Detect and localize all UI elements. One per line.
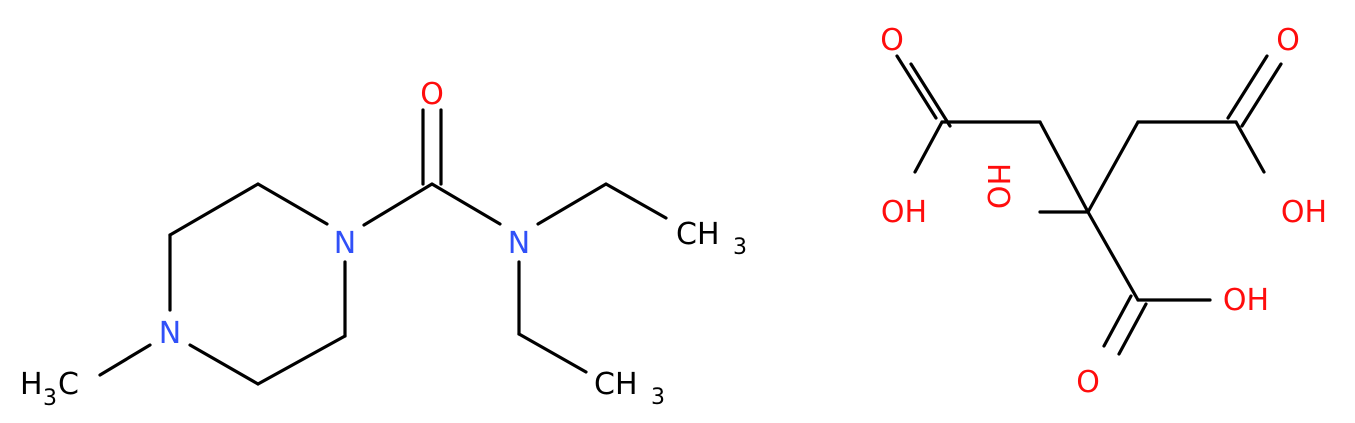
atom-n-amide: N: [508, 226, 530, 261]
bond: [909, 62, 952, 128]
atom-oh-bottom: OH: [1223, 283, 1269, 318]
bond: [1038, 120, 1090, 214]
bond: [256, 334, 347, 386]
methyl-c: C: [58, 367, 79, 402]
atom-o-bottom: O: [1076, 365, 1100, 400]
bond: [1234, 120, 1266, 174]
ch-label: CH: [594, 367, 638, 402]
bond: [188, 343, 260, 386]
bond: [536, 182, 608, 226]
ch3-subscript: 3: [651, 385, 665, 410]
methyl-subscript: 3: [43, 386, 57, 411]
methyl-group-left: H 3 C: [20, 367, 79, 411]
atom-n-ring-bottom: N: [159, 316, 181, 351]
bond: [98, 343, 152, 377]
bond: [256, 182, 329, 226]
bond: [517, 332, 588, 374]
atom-o-right-top: O: [1276, 23, 1300, 58]
bond: [168, 182, 260, 237]
atom-o-left-top: O: [880, 23, 904, 58]
atom-oh-right: OH: [1281, 195, 1327, 230]
atom-o-carbonyl: O: [420, 77, 444, 112]
bond: [1086, 120, 1140, 214]
bond: [1117, 302, 1148, 356]
piperazine-carboxamide-molecule: N N N O H 3 C CH 3 CH 3: [20, 77, 747, 411]
ethyl-bottom-methyl: CH 3: [594, 367, 665, 410]
bond: [430, 182, 502, 226]
bond: [913, 120, 944, 174]
citric-acid-molecule: O OH HO O OH OH O: [880, 23, 1327, 400]
bond: [895, 54, 938, 120]
ethyl-top-methyl: CH 3: [676, 217, 747, 260]
atom-n-ring-top: N: [334, 226, 356, 261]
bond: [1226, 54, 1269, 120]
atom-oh-left: OH: [881, 195, 927, 230]
ch3-subscript: 3: [733, 235, 747, 260]
methyl-h: H: [20, 367, 43, 402]
bond: [1102, 294, 1133, 348]
bond: [1086, 210, 1140, 302]
bond: [604, 182, 668, 220]
bond: [1240, 62, 1283, 128]
bond: [362, 182, 434, 227]
ch-label: CH: [676, 217, 720, 252]
atom-ho-center: HO: [980, 163, 1015, 209]
